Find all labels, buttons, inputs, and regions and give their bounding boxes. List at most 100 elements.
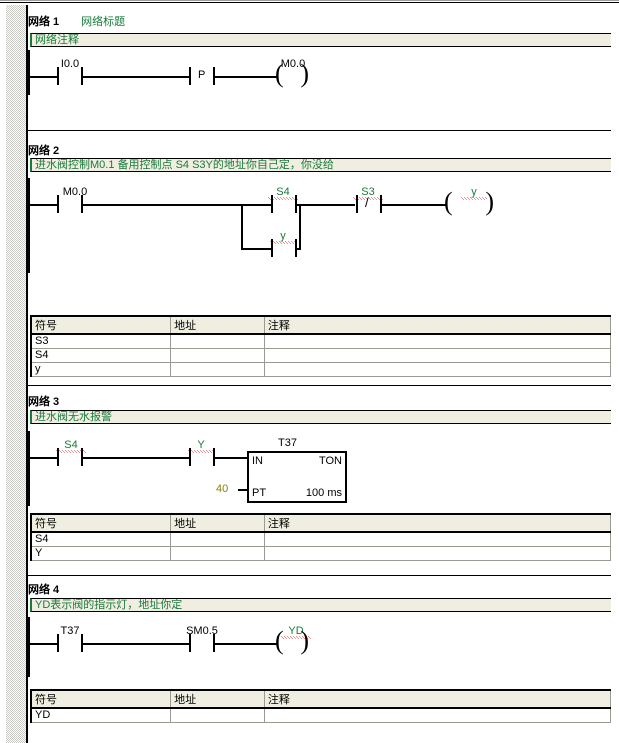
contact-i00[interactable]: [57, 67, 83, 85]
network-4-rung[interactable]: T37 SM0.5 YD ( ): [28, 617, 368, 677]
wire-segment: [241, 204, 273, 206]
contact-bar-left: [57, 634, 59, 652]
coil-y[interactable]: ( ): [444, 189, 494, 215]
th-comment: 注释: [263, 315, 612, 335]
window-top-edge: [0, 0, 619, 1]
table-header-row: 符号 地址 注释: [30, 513, 612, 533]
contact-s3-normally-closed[interactable]: /: [356, 195, 382, 213]
table-row[interactable]: Y: [30, 545, 612, 561]
network-1-rung[interactable]: I0.0 P M0.0 ( ): [28, 50, 448, 95]
cell-symbol[interactable]: y: [30, 361, 172, 377]
table-row[interactable]: y: [30, 361, 612, 377]
contact-y[interactable]: [271, 239, 297, 257]
timer-box-ton[interactable]: IN TON PT 100 ms: [247, 451, 347, 503]
network-3-comment[interactable]: 进水阀无水报警: [30, 410, 611, 424]
timer-box-name-t37: T37: [278, 437, 297, 449]
power-rail: [28, 617, 30, 677]
cell-comment[interactable]: [263, 531, 612, 547]
network-3-label: 网络: [28, 396, 50, 408]
contact-label-s4: S4: [56, 439, 86, 453]
cell-comment[interactable]: [263, 333, 612, 349]
table-row[interactable]: S4: [30, 531, 612, 547]
box-type-ton: TON: [318, 455, 342, 467]
network-3-rung[interactable]: S4 Y T37 IN TON PT 100 ms 40: [28, 431, 368, 506]
symbol-table-network-4[interactable]: 符号 地址 注释 YD: [30, 689, 612, 723]
table-row[interactable]: S4: [30, 347, 612, 363]
contact-label-s3: S3: [353, 186, 383, 200]
contact-label-y: y: [270, 230, 296, 244]
contact-s4[interactable]: [57, 448, 83, 466]
coil-yd[interactable]: ( ): [275, 628, 309, 654]
box-input-pt: PT: [252, 487, 267, 499]
cell-symbol[interactable]: S4: [30, 531, 172, 547]
power-rail: [28, 50, 30, 95]
network-1-title[interactable]: 网络标题: [81, 16, 126, 28]
table-row[interactable]: YD: [30, 707, 612, 723]
cell-comment[interactable]: [263, 347, 612, 363]
wire-segment: [213, 76, 277, 78]
symbol-table-network-2[interactable]: 符号 地址 注释 S3 S4 y: [30, 315, 612, 377]
th-address: 地址: [170, 513, 265, 533]
box-timebase: 100 ms: [305, 487, 342, 499]
wire-segment: [241, 248, 273, 250]
contact-y[interactable]: [189, 448, 215, 466]
contact-s4[interactable]: [271, 195, 297, 213]
coil-label-y: y: [461, 186, 487, 200]
cell-address[interactable]: [170, 531, 265, 547]
cell-address[interactable]: [170, 545, 265, 561]
coil-m00[interactable]: ( ): [275, 61, 309, 87]
left-gutter-strip: [6, 5, 26, 743]
cell-address[interactable]: [170, 347, 265, 363]
pt-preset-value[interactable]: 40: [216, 483, 229, 495]
wire-segment: [213, 643, 277, 645]
table-header-row: 符号 地址 注释: [30, 689, 612, 709]
contact-sm05[interactable]: [189, 634, 215, 652]
contact-t37[interactable]: [57, 634, 83, 652]
cell-comment[interactable]: [263, 707, 612, 723]
table-row[interactable]: S3: [30, 333, 612, 349]
cell-address[interactable]: [170, 707, 265, 723]
cell-symbol[interactable]: Y: [30, 545, 172, 561]
th-symbol: 符号: [30, 689, 172, 709]
wire-segment: [81, 204, 243, 206]
contact-label-sm05: SM0.5: [186, 625, 218, 637]
th-comment: 注释: [263, 513, 612, 533]
network-2-label: 网络: [28, 145, 50, 157]
th-symbol: 符号: [30, 315, 172, 335]
cell-comment[interactable]: [263, 545, 612, 561]
network-4-comment[interactable]: YD表示阀的指示灯，地址你定: [30, 598, 611, 612]
cell-symbol[interactable]: S4: [30, 347, 172, 363]
wire-segment: [28, 76, 59, 78]
network-2-comment[interactable]: 进水阀控制M0.1 备用控制点 S4 S3Y的地址你自己定，你没给: [30, 158, 611, 172]
contact-positive-edge[interactable]: P: [189, 67, 215, 85]
cell-comment[interactable]: [263, 361, 612, 377]
wire-segment: [28, 457, 59, 459]
network-4-number: 4: [53, 584, 60, 596]
box-input-in: IN: [252, 455, 263, 467]
contact-bar-left: [356, 195, 358, 213]
symbol-table-network-3[interactable]: 符号 地址 注释 S4 Y: [30, 513, 612, 561]
contact-label-i00: I0.0: [60, 58, 80, 70]
network-1-number: 1: [53, 16, 60, 28]
contact-bar-left: [57, 448, 59, 466]
network-2-rung[interactable]: M0.0 S4 y: [28, 178, 528, 273]
network-1-comment[interactable]: 网络注释: [30, 33, 611, 47]
cell-address[interactable]: [170, 361, 265, 377]
power-rail: [28, 178, 30, 273]
cell-symbol[interactable]: S3: [30, 333, 172, 349]
cell-symbol[interactable]: YD: [30, 707, 172, 723]
coil-paren-left: (: [444, 187, 453, 216]
contact-bar-left: [189, 634, 191, 652]
cell-address[interactable]: [170, 333, 265, 349]
edge-tag-p: P: [198, 69, 206, 81]
network-separator: [28, 385, 611, 386]
contact-m00[interactable]: [57, 195, 83, 213]
